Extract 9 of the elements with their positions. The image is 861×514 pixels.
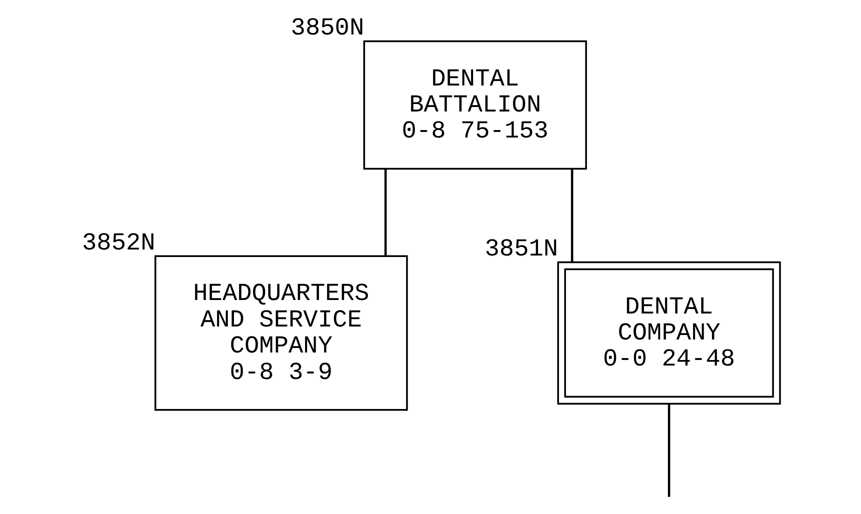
connector — [667, 404, 670, 497]
connector — [384, 169, 386, 256]
node-box: DENTAL COMPANY 0-0 24-48 — [556, 261, 780, 405]
connector — [570, 169, 573, 262]
node-label: 3851N — [484, 236, 558, 264]
node-label: 3852N — [81, 230, 155, 258]
node-box: HEADQUARTERS AND SERVICE COMPANY 0-8 3-9 — [154, 255, 408, 411]
node-label: 3850N — [290, 16, 364, 43]
node-box: DENTAL BATTALION 0-8 75-153 — [362, 40, 586, 170]
